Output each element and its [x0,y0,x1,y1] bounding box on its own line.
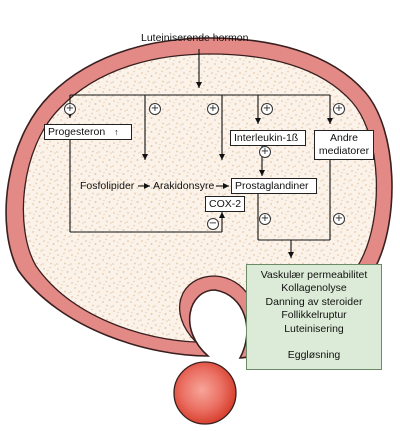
plus-sign-cox2: + [207,103,219,115]
outcome-spacer [247,336,381,349]
prostaglandiner-box: Prostaglandiner [231,178,317,194]
oocyte [173,361,237,425]
outcome-danning-av-steroider: Danning av steroider [265,295,363,308]
plus-sign-andre-outcome: + [333,213,345,225]
fosfolipider-label: Fosfolipider [80,180,135,192]
plus-sign-andre: + [333,103,345,115]
plus-sign-interleukin: + [261,103,273,115]
progesteron-label: Progesteron [48,126,106,138]
progesteron-box: Progesteron ↑ [44,124,132,140]
interleukin-box: Interleukin-1ß [230,130,306,146]
outcomes-box: Vaskulær permeabilitet Kollagenolyse Dan… [246,264,382,370]
outcome-follikkelruptur: Follikkelruptur [281,309,347,322]
outcome-vaskulaer-permeabilitet: Vaskulær permeabilitet [260,269,368,281]
plus-sign-fosfolipider: + [149,103,161,115]
outcome-luteinisering: Luteinisering [284,322,344,335]
lh-title: Luteiniserende hormon [141,32,249,44]
interleukin-label: Interleukin-1ß [234,132,299,144]
plus-sign-il-pg: + [259,146,271,158]
andre-line1: Andre [329,132,359,144]
plus-sign-pg-outcome: + [259,213,271,225]
cox2-box: COX-2 [205,196,245,212]
andre-line2: mediatorer [318,145,370,157]
minus-sign-progesteron-cox2: − [207,218,219,230]
andre-mediatorer-box: Andre mediatorer [314,130,374,160]
increase-arrow: ↑ [114,127,119,137]
outcome-eggloesning: Eggløsning [287,349,341,362]
outcome-kollagenolyse: Kollagenolyse [281,282,347,295]
prostaglandiner-label: Prostaglandiner [235,180,309,192]
cox2-label: COX-2 [209,198,242,210]
arakidonsyre-label: Arakidonsyre [153,180,215,192]
plus-sign-progesteron: + [64,103,76,115]
